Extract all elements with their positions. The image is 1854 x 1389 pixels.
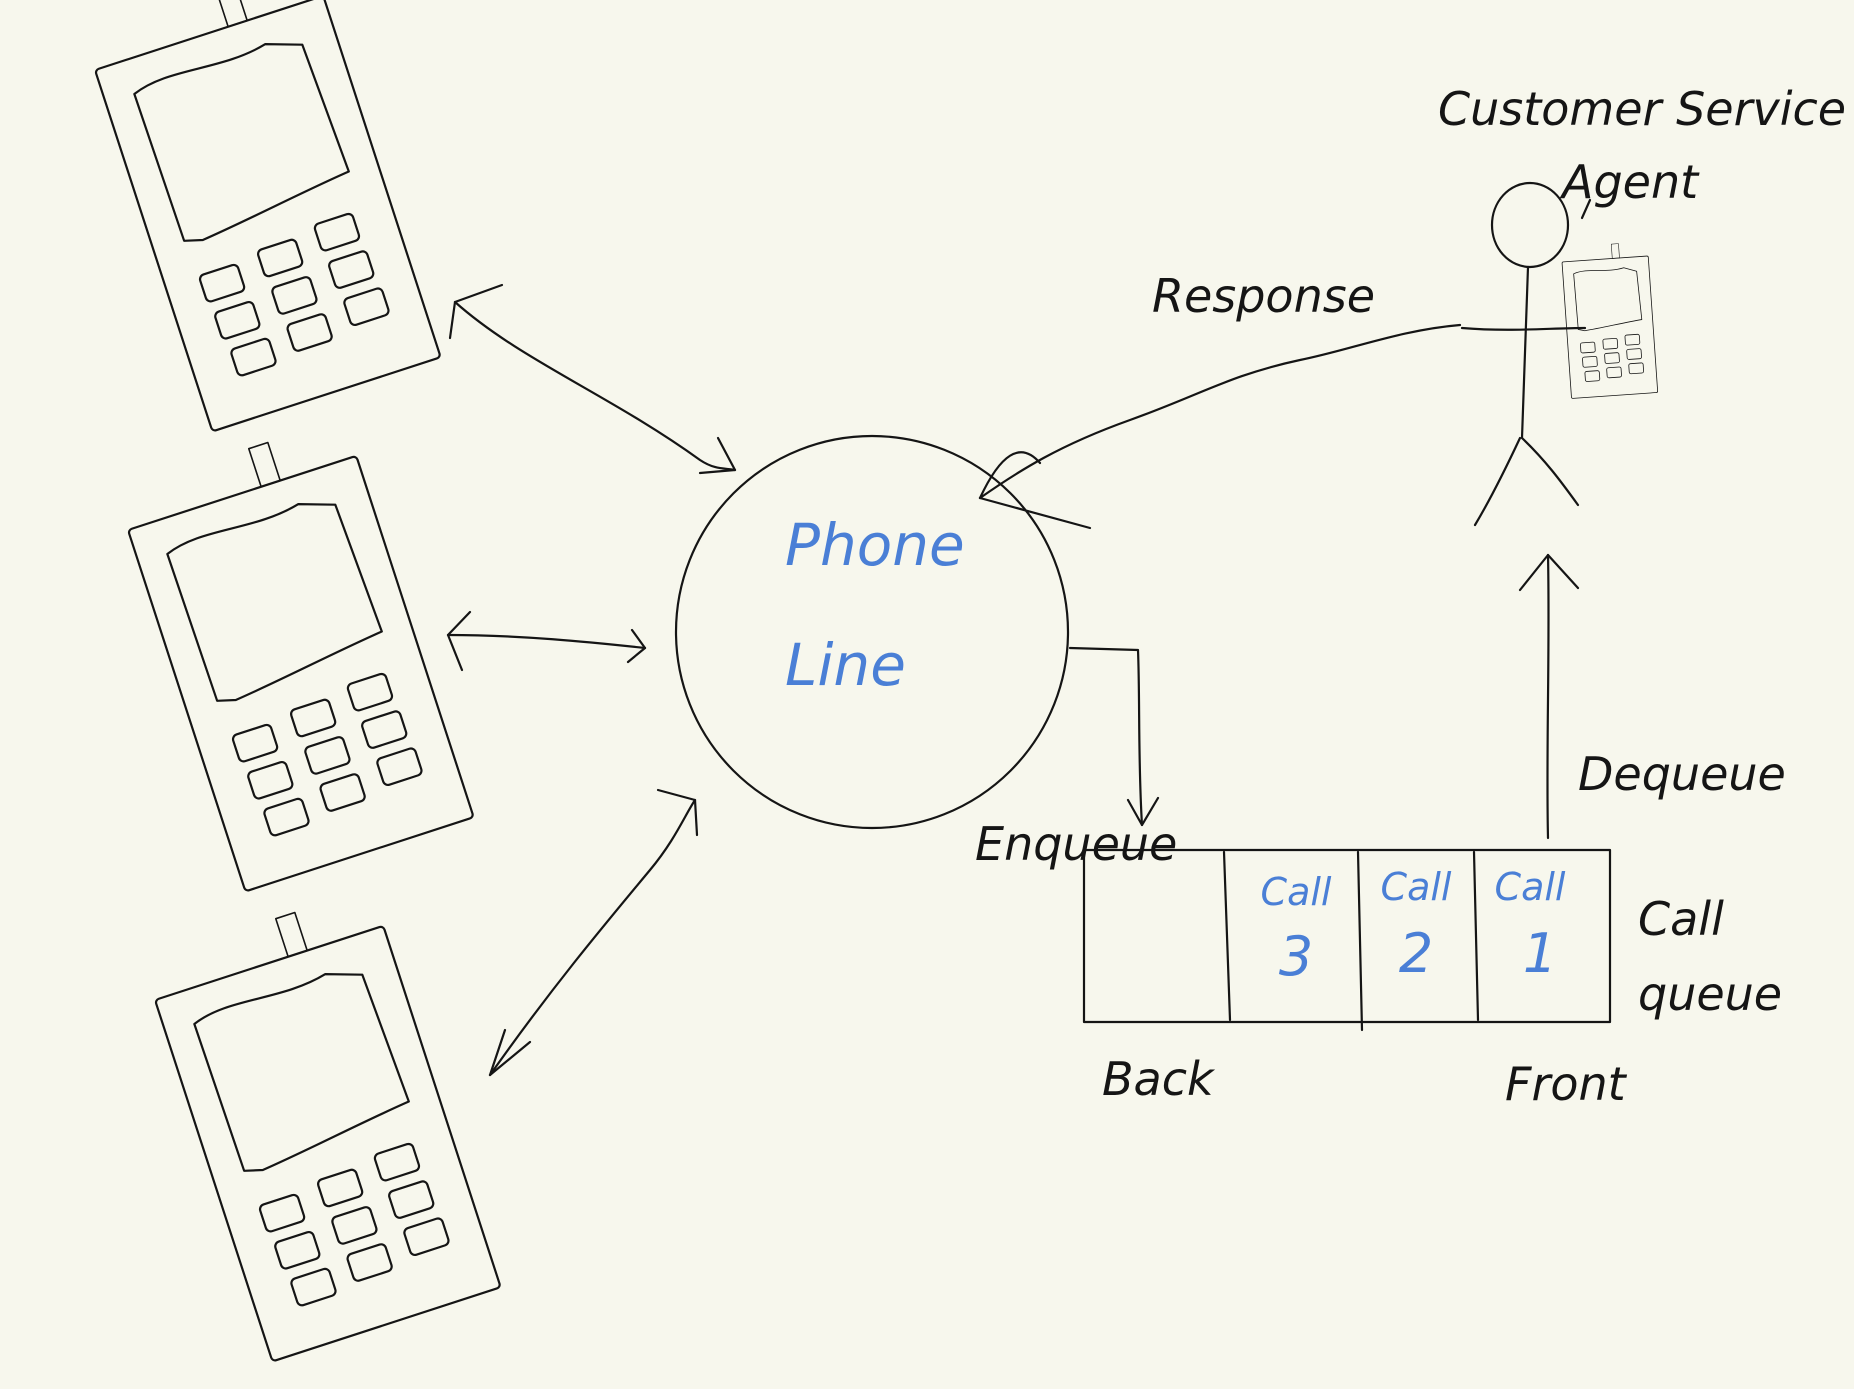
queue-slot: Call 2 [1381,865,1452,985]
mobile-phone-icon [114,416,475,893]
bidirectional-arrow [448,283,737,475]
agent-figure [1460,181,1592,527]
response-label: Response [1152,269,1375,323]
response-arrow [978,323,1462,530]
queue-slot-number: 2 [1399,922,1433,985]
call-queue [1082,848,1612,1032]
queue-back-label: Back [1102,1052,1216,1106]
dequeue-arrow [1518,553,1580,840]
dequeue-label: Dequeue [1578,747,1786,801]
queue-slot-top: Call [1261,870,1332,914]
enqueue-arrow [1068,646,1160,827]
phone-line-label-1: Phone [785,511,965,579]
queue-slot: Call 3 [1261,870,1332,988]
queue-slot-top: Call [1495,865,1566,909]
phone-line-node [674,434,1070,830]
mobile-phone-icon [1560,241,1659,399]
enqueue-label: Enqueue [975,817,1177,871]
bidirectional-arrow [488,788,699,1077]
queue-label-1: Call [1638,892,1724,946]
queue-slot-number: 3 [1279,925,1313,988]
queue-slot-number: 1 [1523,922,1557,985]
queue-front-label: Front [1505,1057,1628,1111]
agent-label-1: Customer Service [1438,82,1846,136]
mobile-phone-icon [81,0,442,433]
queue-label-2: queue [1638,967,1782,1021]
agent-label-2: Agent [1559,155,1700,209]
phone-line-label-2: Line [785,631,906,699]
queue-slot-top: Call [1381,865,1452,909]
mobile-phone-icon [141,886,502,1363]
bidirectional-arrow [446,610,647,672]
queue-slot: Call 1 [1495,865,1566,985]
